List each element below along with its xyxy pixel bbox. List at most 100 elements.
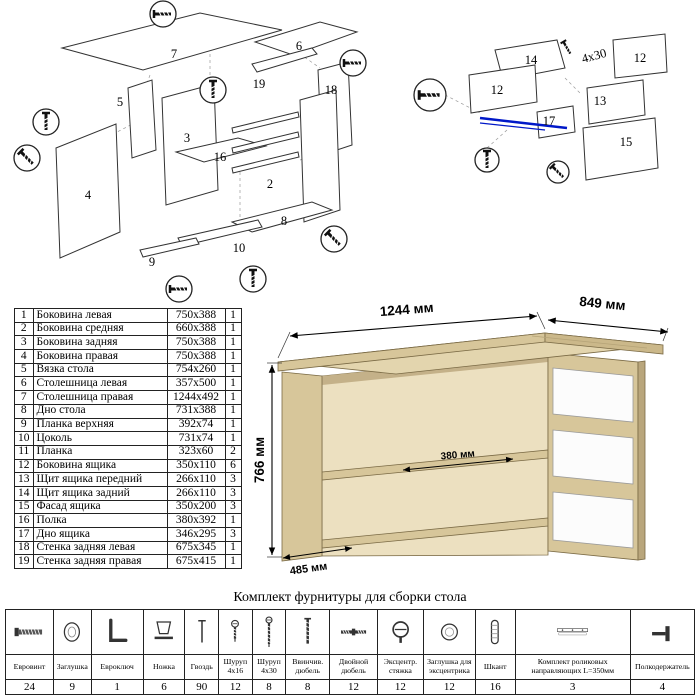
hardware-qty: 9 [69,681,76,693]
hardware-name: Двойной дюбель [330,655,377,680]
part-size: 1244x492 [166,390,226,405]
camlock-icon [380,612,421,652]
camcap-icon [426,612,473,652]
hardware-name: Шуруп 4x16 [219,655,252,680]
part-number: 1 [14,308,34,323]
part-name: Столешница левая [32,376,168,392]
part-size: 323x60 [166,444,226,460]
drawer-facade-panel [582,117,659,181]
parts-table: 1 Боковина левая 750x388 1 2 Боковина ср… [14,308,242,570]
panel-shelf [174,137,268,163]
dim-height-label: 766 мм [252,437,267,483]
hardware-name: Шуруп 4x30 [252,655,286,680]
leg-icon [145,612,183,652]
part-size: 380x392 [166,513,226,528]
double-dowel-icon [332,612,375,652]
panel-tie [127,79,157,159]
part-label: 12 [634,51,647,65]
screw-long-icon [254,612,284,652]
drawer-side-panel [612,33,668,79]
part-labels: 14 12 12 13 17 15 [491,51,647,149]
table-row: 13 Щит ящика передний 266x110 3 [14,472,242,487]
part-number: 2 [14,321,34,337]
hardware-name: Заглушка [53,655,91,680]
panel-plank [139,237,200,258]
part-size: 675x415 [166,554,226,570]
slides-icon [520,612,625,652]
part-number: 9 [14,417,34,433]
panel-left-side [55,123,121,259]
part-name: Боковина левая [32,308,168,323]
dim-depth-arrow [547,317,669,335]
hardware-icon-cell [143,610,185,655]
part-number: 13 [14,472,34,487]
drawer-rail [231,111,300,134]
hexkey-icon [94,612,141,652]
table-row: 14 Щит ящика задний 266x110 3 [14,485,242,501]
part-size: 357x500 [166,376,226,392]
part-qty: 1 [224,554,242,570]
table-row: 19 Стенка задняя правая 675x415 1 [14,554,242,570]
part-name: Боковина средняя [32,321,168,337]
part-number: 14 [14,485,34,501]
hardware-qty: 3 [569,681,576,693]
part-number: 12 [14,458,34,474]
part-size: 731x388 [166,403,226,419]
hardware-icon-cell [515,610,630,655]
part-size: 731x74 [166,431,226,446]
drawer-slide-rail [479,116,568,130]
drawer-rail [231,151,300,174]
panel-back-strip [251,47,318,73]
part-number: 7 [14,390,34,405]
hardware-icon-cell [91,610,143,655]
assembled-desk-figure: 1244 мм 849 мм 766 мм 380 мм 485 мм [252,294,669,578]
hardware-qty: 12 [229,681,241,693]
hardware-icon-cell [252,610,286,655]
part-qty: 3 [224,499,242,515]
part-number: 17 [14,527,34,542]
panel-top-right [60,12,283,71]
hardware-icon-cell [219,610,252,655]
hardware-qty: 24 [23,681,35,693]
dim-depth-label: 849 мм [579,294,626,313]
dim-shelf-arrow [402,456,514,473]
part-label: 13 [594,94,607,108]
screw-size-annotation: 4x30 [580,46,608,66]
part-size: 266x110 [166,472,226,487]
part-qty: 1 [224,390,242,405]
part-label: 17 [543,114,556,128]
hardware-name: Полкодержатель [630,655,694,680]
part-qty: 3 [224,527,242,542]
hardware-qty: 8 [304,681,311,693]
drawer-slide-rail-inner [479,122,546,131]
part-size: 754x260 [166,362,226,378]
part-name: Столешница правая [32,390,168,405]
table-row: 6 Столешница левая 357x500 1 [14,376,242,392]
part-number: 19 [14,554,34,570]
part-number: 11 [14,444,34,460]
part-qty: 1 [224,308,242,323]
part-number: 18 [14,540,34,556]
part-size: 750x388 [166,349,226,364]
hardware-icon-cell [185,610,218,655]
part-label: 8 [281,214,287,228]
drawer-rail [231,131,300,154]
hardware-icon-cell [330,610,377,655]
hardware-name: Евровинт [6,655,53,680]
hardware-icon-cell [286,610,330,655]
part-number: 10 [14,431,34,446]
part-qty: 1 [224,513,242,528]
table-row: 5 Вязка стола 754x260 1 [14,362,242,378]
part-qty: 1 [224,431,242,446]
part-label: 10 [233,241,246,255]
hardware-icon-cell [377,610,423,655]
table-row: 11 Планка 323x60 2 [14,444,242,460]
hardware-column: Заглушка для эксцентрика 12 [422,610,475,694]
part-name: Стенка задняя правая [32,554,168,570]
drawer-front-3 [552,491,634,549]
part-number: 15 [14,499,34,515]
fastener-callouts [413,78,570,184]
table-row: 15 Фасад ящика 350x200 3 [14,499,242,515]
hardware-column: Шуруп 4x30 8 [251,610,286,694]
